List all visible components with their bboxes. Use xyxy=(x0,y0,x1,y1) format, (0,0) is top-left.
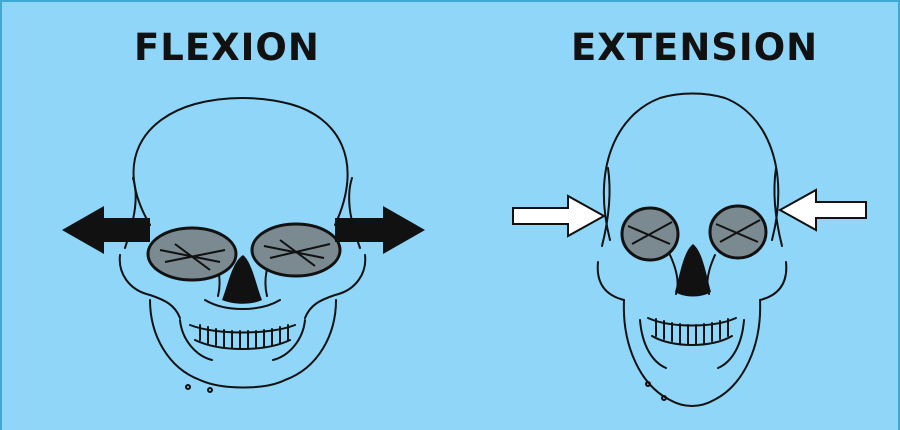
extension-title: EXTENSION xyxy=(571,26,818,69)
flexion-title: FLEXION xyxy=(134,26,320,69)
